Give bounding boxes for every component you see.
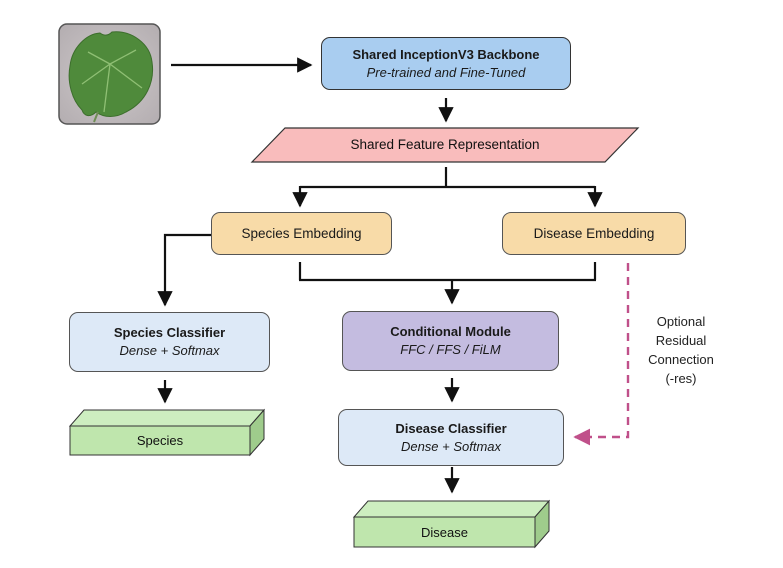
conditional-module-title: Conditional Module [390,324,511,339]
backbone-box: Shared InceptionV3 Backbone Pre-trained … [321,37,571,90]
species-classifier-title: Species Classifier [113,325,226,340]
species-output-slab [68,408,266,457]
conditional-module-subtitle: FFC / FFS / FiLM [400,342,501,357]
species-embedding-label: Species Embedding [241,226,362,241]
residual-note-line-3: Connection [648,352,714,367]
leaf-image [58,23,161,125]
conditional-module-box: Conditional Module FFC / FFS / FiLM [342,311,559,371]
residual-connection-dashed-arrow [573,263,630,446]
species-classifier-box: Species Classifier Dense + Softmax [69,312,270,372]
species-output-label: Species [136,433,184,448]
species-classifier-subtitle: Dense + Softmax [119,343,220,358]
backbone-title: Shared InceptionV3 Backbone [352,46,540,62]
feature-shape [250,127,640,163]
disease-embedding-label: Disease Embedding [533,226,655,241]
residual-note-line-4: (-res) [665,371,697,386]
residual-note: Optional Residual Connection (-res) [638,312,724,388]
disease-output-label: Disease [421,525,468,540]
disease-classifier-title: Disease Classifier [395,420,507,436]
disease-classifier-subtitle: Dense + Softmax [400,438,502,454]
disease-output-slab [352,499,551,549]
connector-lines [157,57,603,494]
species-embedding-box: Species Embedding [211,212,392,255]
arrow-species-embedding-to-classifier [157,233,211,307]
disease-classifier-box: Disease Classifier Dense + Softmax [338,409,564,466]
disease-embedding-box: Disease Embedding [502,212,686,255]
residual-note-line-2: Residual [655,333,707,348]
backbone-subtitle: Pre-trained and Fine-Tuned [366,64,526,80]
residual-note-line-1: Optional [656,314,706,329]
feature-label: Shared Feature Representation [350,137,540,152]
